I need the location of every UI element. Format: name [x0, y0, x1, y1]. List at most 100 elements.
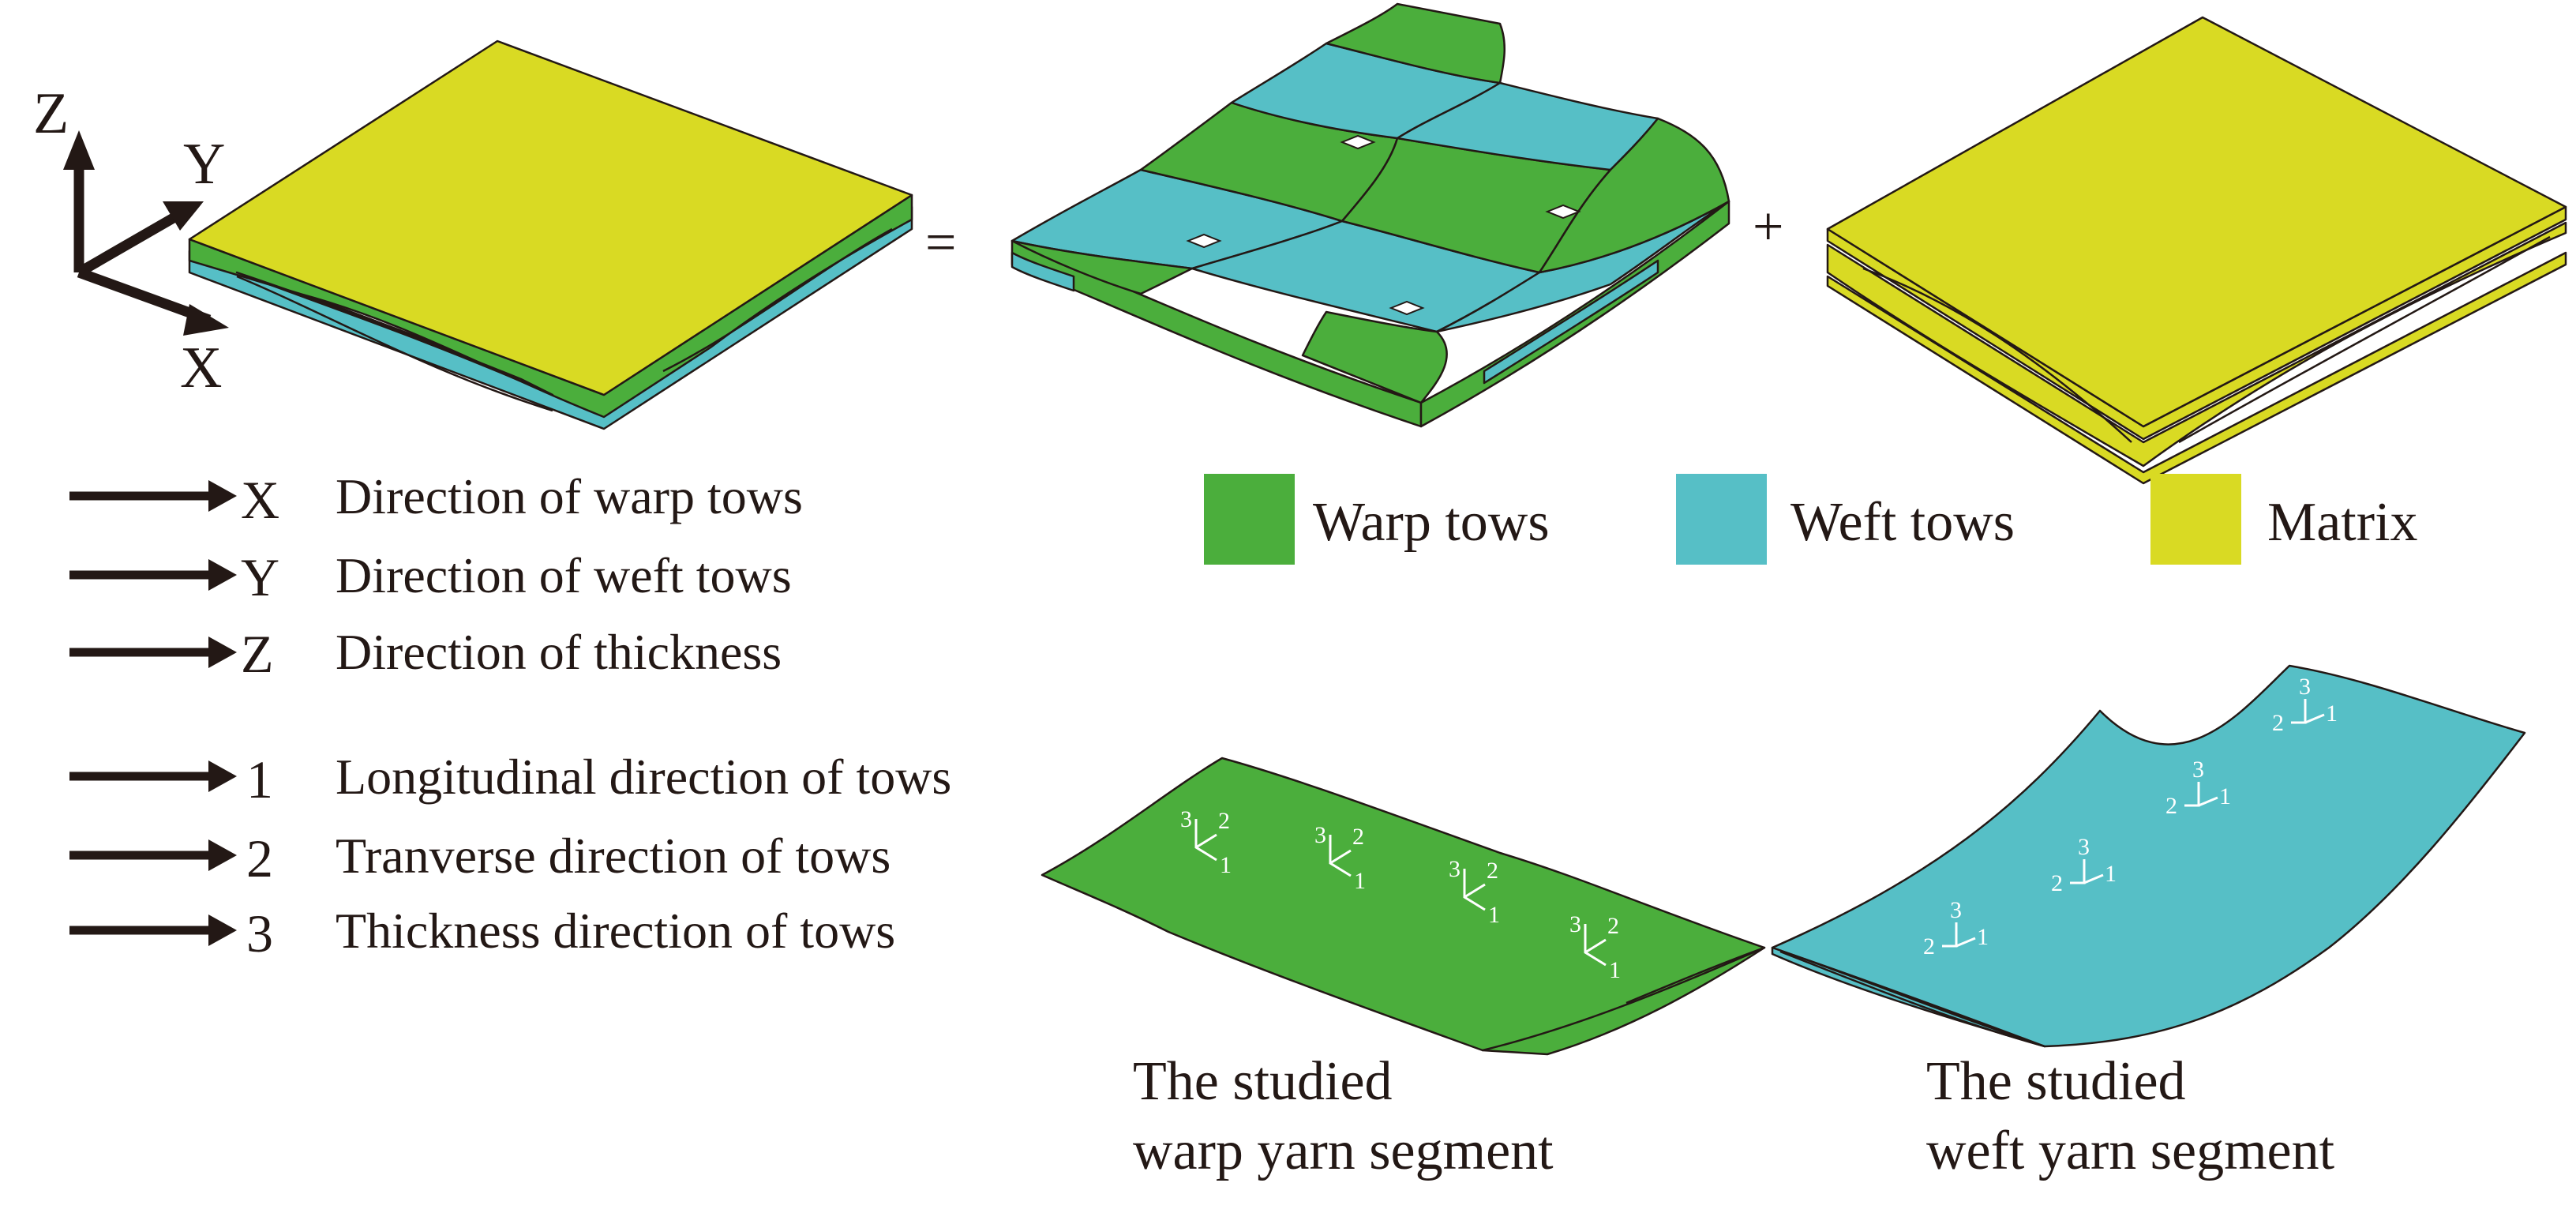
legend-label-weft: Weft tows — [1790, 492, 2015, 553]
triad-label-3: 3 — [1180, 806, 1192, 832]
composite-weave-curve — [236, 275, 553, 412]
arrow-icon — [208, 760, 237, 792]
definition-symbol: Y — [241, 547, 279, 607]
legend-label-matrix: Matrix — [2267, 492, 2418, 553]
matrix-weave-curve — [1862, 267, 2132, 443]
matrix-middle-layer — [1826, 221, 2567, 468]
definition-row: Z Direction of thickness — [69, 624, 782, 684]
coordinate-axes: Z Y X — [33, 81, 229, 400]
weft-caption-line1: The studied — [1926, 1051, 2186, 1112]
woven-gap — [1545, 204, 1581, 220]
z-arrowhead-icon — [63, 130, 95, 170]
triad-label-3: 3 — [2299, 674, 2311, 700]
definition-text: Thickness direction of tows — [336, 903, 895, 959]
warp-local-triad: 3 2 1 — [1569, 911, 1621, 983]
matrix-top-face — [1826, 16, 2567, 428]
definition-row: 2 Tranverse direction of tows — [69, 828, 891, 888]
triad-label-1: 1 — [2105, 861, 2117, 887]
triad-label-3: 3 — [1449, 856, 1460, 882]
woven-side-right-weft — [1483, 259, 1659, 385]
triad-label-1: 1 — [2219, 783, 2231, 809]
woven-tile-warp-bottom — [1301, 310, 1448, 404]
weft-caption-line2: weft yarn segment — [1926, 1121, 2335, 1181]
weft-segment-edge-line — [1779, 950, 2045, 1048]
triad-label-2: 2 — [2272, 710, 2284, 736]
triad-axes-icon — [2291, 699, 2325, 724]
definition-row: 1 Longitudinal direction of tows — [69, 749, 951, 809]
legend-swatch-warp — [1204, 474, 1295, 565]
warp-local-triad: 3 2 1 — [1449, 856, 1500, 928]
matrix-layers — [1826, 16, 2567, 485]
warp-caption-line1: The studied — [1133, 1051, 1393, 1112]
definition-text: Direction of weft tows — [336, 547, 792, 603]
triad-label-1: 1 — [2326, 700, 2338, 727]
definition-symbol: 1 — [246, 749, 273, 809]
weft-local-triad: 3 2 1 — [1923, 897, 1989, 959]
arrow-icon — [208, 839, 237, 871]
triad-label-1: 1 — [1977, 924, 1989, 950]
woven-tile-warp-right — [1538, 117, 1730, 274]
triad-label-3: 3 — [2192, 757, 2204, 783]
triad-axes-icon — [1463, 869, 1486, 911]
warp-local-triad: 3 2 1 — [1180, 806, 1232, 878]
arrow-icon — [208, 559, 237, 591]
triad-label-1: 1 — [1220, 852, 1232, 878]
woven-gap — [1389, 300, 1425, 316]
woven-side-weft — [1011, 251, 1075, 292]
legend-swatch-matrix — [2150, 474, 2241, 565]
definition-symbol: 2 — [246, 828, 273, 888]
composite-weave-curve-right — [662, 227, 893, 373]
definition-row: Y Direction of weft tows — [69, 547, 792, 607]
y-arrowhead-icon — [163, 201, 204, 231]
definition-text: Tranverse direction of tows — [336, 828, 891, 884]
definition-symbol: Z — [241, 624, 274, 684]
legend: Warp tows Weft tows Matrix — [1204, 474, 2418, 565]
legend-swatch-weft — [1676, 474, 1767, 565]
triad-label-3: 3 — [1950, 897, 1962, 923]
x-axis-arrow — [77, 267, 212, 325]
triad-axes-icon — [1194, 819, 1217, 862]
triad-label-2: 2 — [1218, 808, 1230, 834]
weft-local-triad: 3 2 1 — [2165, 757, 2231, 819]
triad-label-2: 2 — [2165, 793, 2177, 819]
definition-text: Direction of warp tows — [336, 468, 803, 524]
composite-matrix-bottom — [235, 271, 554, 396]
y-axis-arrow — [76, 208, 185, 277]
woven-gap — [1340, 134, 1376, 150]
warp-yarn-segment — [1041, 757, 1766, 1056]
plus-sign: + — [1753, 197, 1783, 257]
woven-reinforcement — [1011, 2, 1730, 428]
y-axis-label: Y — [183, 132, 225, 197]
definition-text: Direction of thickness — [336, 624, 782, 680]
triad-label-3: 3 — [2078, 834, 2090, 860]
triad-label-1: 1 — [1609, 957, 1621, 983]
triad-label-1: 1 — [1354, 868, 1366, 894]
matrix-weave-curve-right — [2178, 235, 2551, 444]
weft-local-triad: 3 2 1 — [2051, 834, 2117, 896]
triad-axes-icon — [2184, 782, 2218, 807]
triad-axes-icon — [1329, 835, 1352, 877]
definition-text: Longitudinal direction of tows — [336, 749, 951, 805]
triad-label-2: 2 — [1352, 824, 1364, 850]
weft-yarn-segment — [1771, 664, 2526, 1048]
triad-label-1: 1 — [1488, 902, 1500, 928]
warp-segment-edge-line — [1625, 946, 1765, 1005]
triad-label-3: 3 — [1314, 822, 1326, 848]
equals-sign: = — [925, 212, 956, 273]
triad-label-2: 2 — [1923, 933, 1935, 959]
x-arrowhead-icon — [183, 304, 229, 336]
triad-label-3: 3 — [1569, 911, 1581, 937]
x-axis-label: X — [180, 336, 222, 400]
woven-tile-warp-top — [1325, 2, 1506, 84]
triad-label-2: 2 — [2051, 870, 2063, 896]
legend-label-warp: Warp tows — [1313, 492, 1550, 553]
warp-local-triad: 3 2 1 — [1314, 822, 1366, 894]
triad-label-2: 2 — [1607, 913, 1619, 939]
arrow-icon — [208, 480, 237, 512]
triad-axes-icon — [2070, 859, 2104, 884]
arrow-icon — [208, 914, 237, 946]
triad-axes-icon — [1584, 924, 1607, 967]
triad-axes-icon — [1942, 922, 1976, 948]
arrow-icon — [208, 637, 237, 668]
